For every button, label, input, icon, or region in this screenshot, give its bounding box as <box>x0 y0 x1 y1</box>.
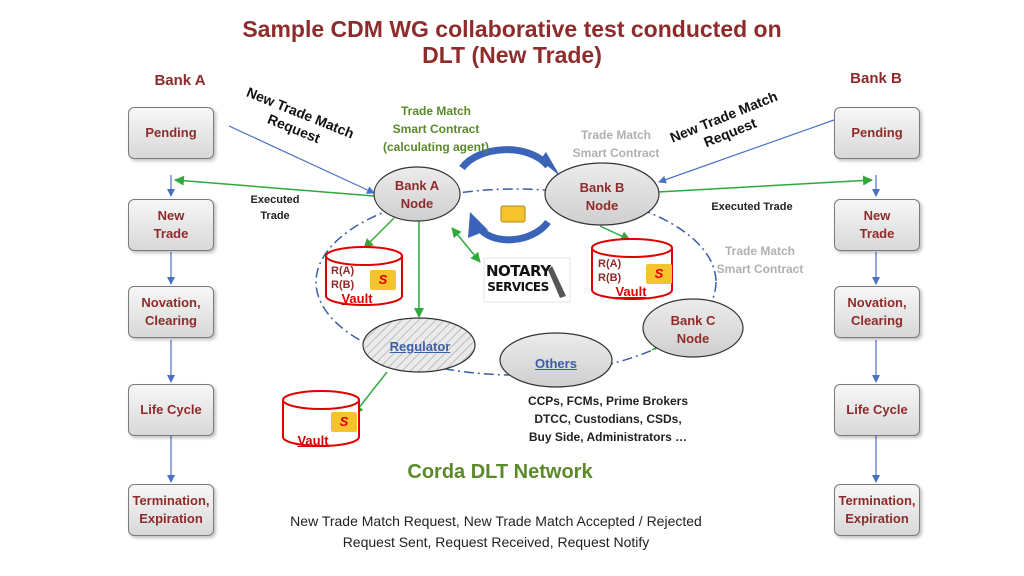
bank-b-state-life-cycle[interactable]: Life Cycle <box>834 384 920 436</box>
vault-a-label: Vault <box>341 291 373 306</box>
bank-b-state-novation-clearing[interactable]: Novation, Clearing <box>834 286 920 338</box>
cycle-arrow-bottom <box>475 219 551 244</box>
vault-regulator-label: Vault <box>297 433 329 448</box>
bank-a-state-new-trade[interactable]: New Trade <box>128 199 214 251</box>
cycle-arrow-top-head <box>540 152 560 176</box>
document-icon <box>500 205 526 223</box>
bank-a-state-novation-clearing[interactable]: Novation, Clearing <box>128 286 214 338</box>
executed-arrow-b <box>657 175 873 193</box>
bank-a-label: Bank A <box>154 72 206 89</box>
vault-a-rab: R(A) R(B) <box>331 265 355 291</box>
corda-network-label: Corda DLT Network <box>407 461 593 483</box>
vault-b-rab: R(A) R(B) <box>598 258 622 284</box>
bank-c-node-label: Bank C Node <box>670 313 716 346</box>
smart-contract-top-label: Trade Match Smart Contract <box>572 128 660 160</box>
bank-b-state-new-trade[interactable]: New Trade <box>834 199 920 251</box>
bank-b-node-label: Bank B Node <box>579 180 625 213</box>
bank-a-state-pending[interactable]: Pending <box>128 107 214 159</box>
executed-arrow-a <box>174 175 375 197</box>
smart-contract-main-label: Trade Match Smart Contract (calculating … <box>382 104 489 154</box>
bank-b-state-pending[interactable]: Pending <box>834 107 920 159</box>
footer-text: New Trade Match Request, New Trade Match… <box>290 513 702 550</box>
others-node-shape[interactable] <box>499 332 613 388</box>
bank-a-state-life-cycle[interactable]: Life Cycle <box>128 384 214 436</box>
smart-contract-right-label: Trade Match Smart Contract <box>716 244 804 276</box>
vault-b-s: S <box>654 266 664 281</box>
vault-a-s: S <box>378 272 388 287</box>
page-title: Sample CDM WG collaborative test conduct… <box>242 16 782 68</box>
arrow-b-to-vault <box>599 225 631 241</box>
executed-trade-label-a: Executed Trade <box>250 194 300 222</box>
notary-line1: NOTARY <box>486 262 551 280</box>
cycle-arrow-bottom-head <box>468 212 488 238</box>
vault-regulator-icon <box>282 390 360 447</box>
notary-line2: SERVICES <box>487 280 549 294</box>
corda-network-boundary <box>315 188 717 376</box>
executed-trade-label-b: Executed Trade <box>711 201 793 213</box>
bank-b-label: Bank B <box>850 70 902 87</box>
regulator-node-shape[interactable] <box>362 317 476 373</box>
bank-a-node-label: Bank A Node <box>394 178 440 211</box>
regulator-node-label: Regulator <box>389 339 451 354</box>
bank-b-node-shape[interactable] <box>544 162 660 226</box>
arrow-a-to-vault <box>363 217 395 249</box>
vault-b-icon <box>591 238 673 300</box>
vault-regulator-s: S <box>339 414 349 429</box>
bank-a-node-shape[interactable] <box>373 166 461 222</box>
request-arrow-b <box>658 119 835 184</box>
request-arrow-a <box>228 125 375 194</box>
notary-pen-icon <box>548 266 566 298</box>
bank-c-node-shape[interactable] <box>642 298 744 358</box>
others-list: CCPs, FCMs, Prime Brokers DTCC, Custodia… <box>527 394 689 444</box>
bank-a-state-termination[interactable]: Termination, Expiration <box>128 484 214 536</box>
others-node-label: Others <box>535 356 577 371</box>
vault-b-label: Vault <box>615 284 647 299</box>
arrow-a-notary <box>451 227 481 263</box>
vault-a-icon <box>325 246 403 306</box>
bank-b-state-termination[interactable]: Termination, Expiration <box>834 484 920 536</box>
